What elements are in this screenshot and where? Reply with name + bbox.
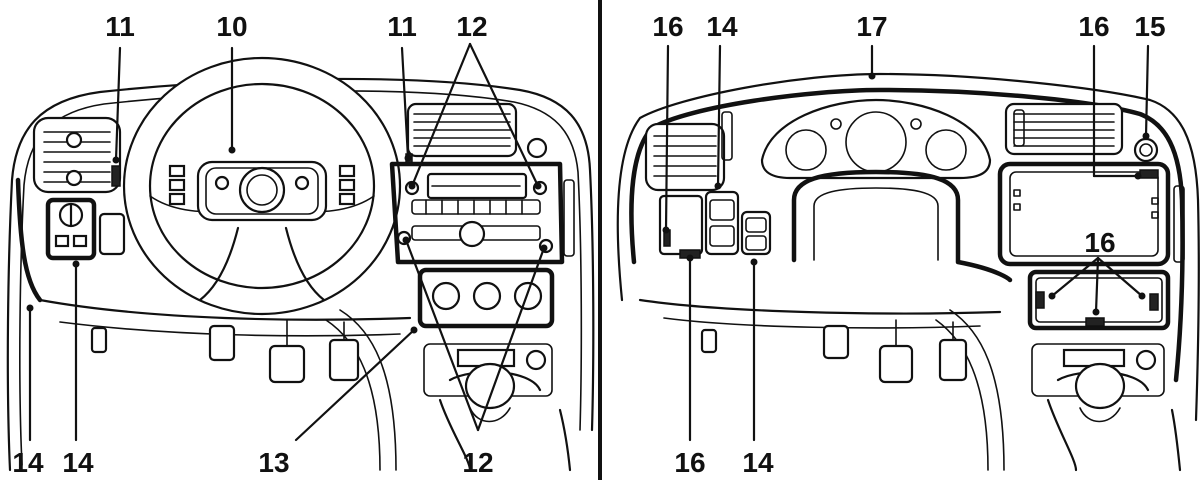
callout-14-bottom-left-2: 14: [62, 447, 94, 478]
right-panel-dashboard: [616, 72, 1200, 472]
callout-14-bottom-left-1: 14: [12, 447, 44, 478]
right-labels: 16 14 17 16 15 16 16 14: [652, 11, 1165, 478]
callout-14-bottom: 14: [742, 447, 774, 478]
left-labels: 11 10 11 12 14 14 13 12: [12, 11, 493, 478]
callout-16-top-left: 16: [652, 11, 683, 42]
callout-11-left: 11: [105, 11, 135, 42]
callout-15: 15: [1134, 11, 1165, 42]
callout-13: 13: [258, 447, 289, 478]
callout-14-top: 14: [706, 11, 738, 42]
callout-16-top-right: 16: [1078, 11, 1109, 42]
callout-12-bottom: 12: [462, 447, 493, 478]
callout-16-middle: 16: [1084, 227, 1115, 258]
right-leaders: [662, 44, 1150, 442]
callout-12-top: 12: [456, 11, 487, 42]
callout-11-right: 11: [387, 11, 417, 42]
callout-10: 10: [216, 11, 247, 42]
callout-17: 17: [856, 11, 887, 42]
left-leaders: [26, 42, 548, 442]
left-panel-steering-side: [6, 56, 595, 472]
callout-16-bottom: 16: [674, 447, 705, 478]
